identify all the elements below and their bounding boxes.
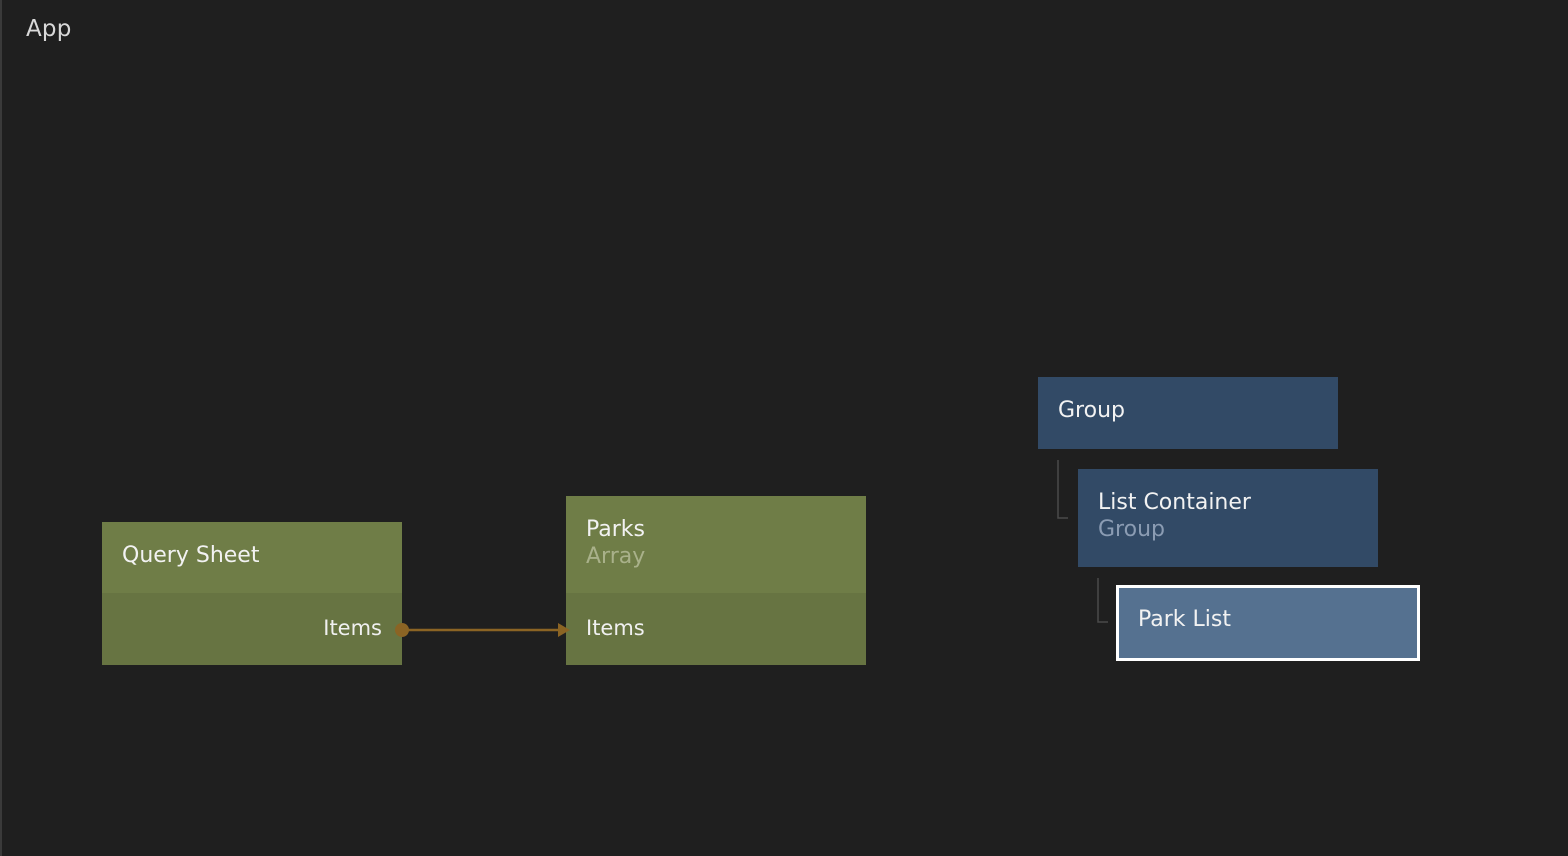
node-title: Query Sheet [122, 543, 260, 568]
list-container-node[interactable]: List Container Group [1078, 469, 1378, 567]
group-node[interactable]: Group [1038, 377, 1338, 449]
canvas-title: App [26, 16, 72, 42]
output-port-row: Items [102, 593, 402, 665]
node-subtitle: Array [586, 544, 646, 569]
node-subtitle: Group [1098, 517, 1165, 542]
output-port-dot[interactable] [395, 623, 409, 637]
output-port-label: Items [323, 616, 382, 640]
input-port-arrow[interactable] [558, 623, 570, 637]
input-port-row: Items [566, 593, 866, 665]
park-list-node[interactable]: Park List [1116, 585, 1420, 661]
query-sheet-node[interactable]: Query Sheet Items [102, 522, 402, 665]
node-title: List Container [1098, 490, 1251, 515]
input-port-label: Items [586, 616, 645, 640]
parks-node[interactable]: Parks Array Items [566, 496, 866, 665]
node-title: Park List [1138, 607, 1231, 632]
node-title: Parks [586, 517, 646, 542]
node-title: Group [1058, 398, 1125, 423]
